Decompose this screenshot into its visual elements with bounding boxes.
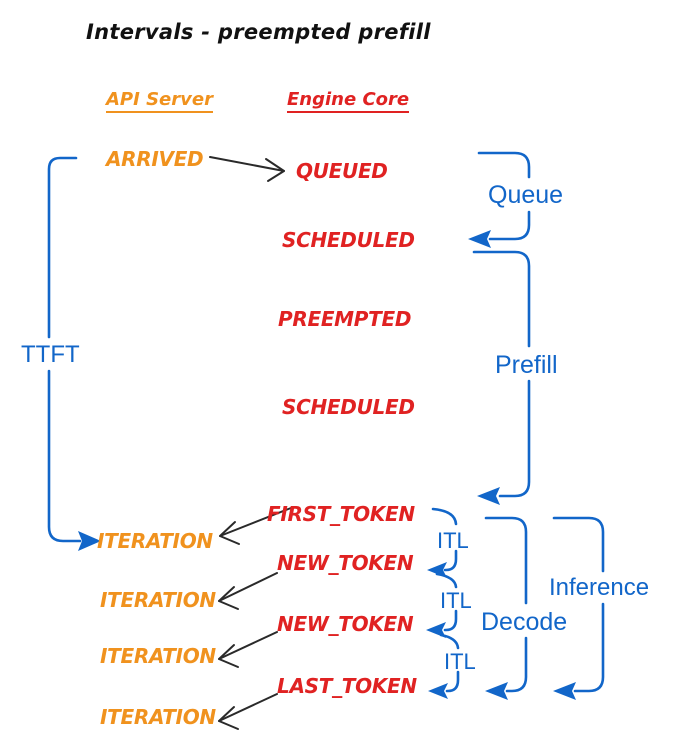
arrow-shaft — [218, 693, 278, 722]
queue-arrowhead-icon — [468, 230, 491, 248]
itl2-bracket-top — [435, 572, 458, 589]
page-title: Intervals - preempted prefill — [86, 20, 431, 44]
arrow-shaft — [218, 572, 278, 602]
inference-arrowhead-icon — [553, 682, 576, 700]
arrived-to-queued-arrow — [209, 156, 285, 182]
event-new-token-1: NEW_TOKEN — [277, 551, 414, 575]
interval-label-itl-3: ITL — [444, 649, 476, 674]
queue-bracket — [468, 151, 531, 248]
event-last-token: LAST_TOKEN — [277, 674, 417, 698]
decode-bracket-top — [484, 516, 528, 605]
interval-label-queue: Queue — [488, 181, 564, 209]
itl2-bracket-bottom — [443, 609, 458, 632]
prefill-bracket — [472, 250, 531, 505]
first-token-to-iteration-arrow — [219, 507, 292, 545]
prefill-bracket-bottom — [498, 379, 531, 498]
new-token2-to-iteration-arrow — [218, 631, 278, 668]
ttft-arrowhead-icon — [78, 531, 101, 551]
new-token1-to-iteration-arrow — [218, 572, 278, 610]
event-scheduled-2: SCHEDULED — [282, 395, 415, 419]
queue-bracket-bottom — [488, 210, 531, 241]
column-header-api-server: API Server — [106, 89, 213, 113]
event-new-token-2: NEW_TOKEN — [277, 612, 414, 636]
prefill-arrowhead-icon — [477, 487, 500, 505]
itl3-bracket-bottom — [445, 670, 460, 693]
interval-label-itl-2: ITL — [440, 588, 472, 613]
arrow-shaft — [219, 507, 292, 537]
itl1-bracket-bottom — [443, 549, 458, 572]
arrow-shaft — [218, 631, 278, 660]
event-scheduled-1: SCHEDULED — [282, 228, 415, 252]
interval-label-inference: Inference — [549, 574, 650, 601]
event-iteration-4: ITERATION — [100, 705, 216, 729]
itl3-bracket-top — [439, 633, 460, 650]
arrow-head-icon — [218, 706, 239, 730]
itl1-bracket-top — [431, 507, 458, 526]
arrow-shaft — [209, 156, 285, 172]
interval-label-itl-1: ITL — [437, 528, 469, 553]
arrow-head-icon — [218, 644, 239, 668]
event-arrived: ARRIVED — [106, 147, 204, 171]
arrow-head-icon — [218, 586, 239, 610]
event-preempted: PREEMPTED — [278, 307, 412, 331]
decode-bracket — [484, 516, 528, 700]
arrow-head-icon — [265, 158, 285, 182]
interval-label-ttft: TTFT — [21, 341, 80, 368]
last-token-to-iteration-arrow — [218, 693, 278, 730]
itl-bracket-3 — [428, 633, 460, 699]
queue-bracket-top — [477, 151, 531, 179]
inference-bracket-bottom — [573, 602, 605, 693]
ttft-bracket — [47, 156, 101, 551]
interval-label-decode: Decode — [481, 608, 568, 636]
event-queued: QUEUED — [296, 159, 388, 183]
itl3-arrowhead-icon — [428, 683, 448, 699]
inference-bracket — [552, 516, 605, 700]
interval-label-prefill: Prefill — [495, 351, 558, 379]
arrow-head-icon — [219, 521, 240, 545]
ttft-bracket-top — [47, 156, 78, 339]
event-first-token: FIRST_TOKEN — [267, 502, 415, 526]
event-iteration-1: ITERATION — [97, 529, 213, 553]
event-iteration-3: ITERATION — [100, 644, 216, 668]
ttft-bracket-bottom — [47, 369, 82, 543]
event-iteration-2: ITERATION — [100, 588, 216, 612]
decode-bracket-bottom — [505, 636, 528, 693]
column-header-engine-core: Engine Core — [287, 89, 410, 113]
inference-bracket-top — [552, 516, 605, 573]
decode-arrowhead-icon — [485, 682, 508, 700]
prefill-bracket-top — [472, 250, 531, 348]
